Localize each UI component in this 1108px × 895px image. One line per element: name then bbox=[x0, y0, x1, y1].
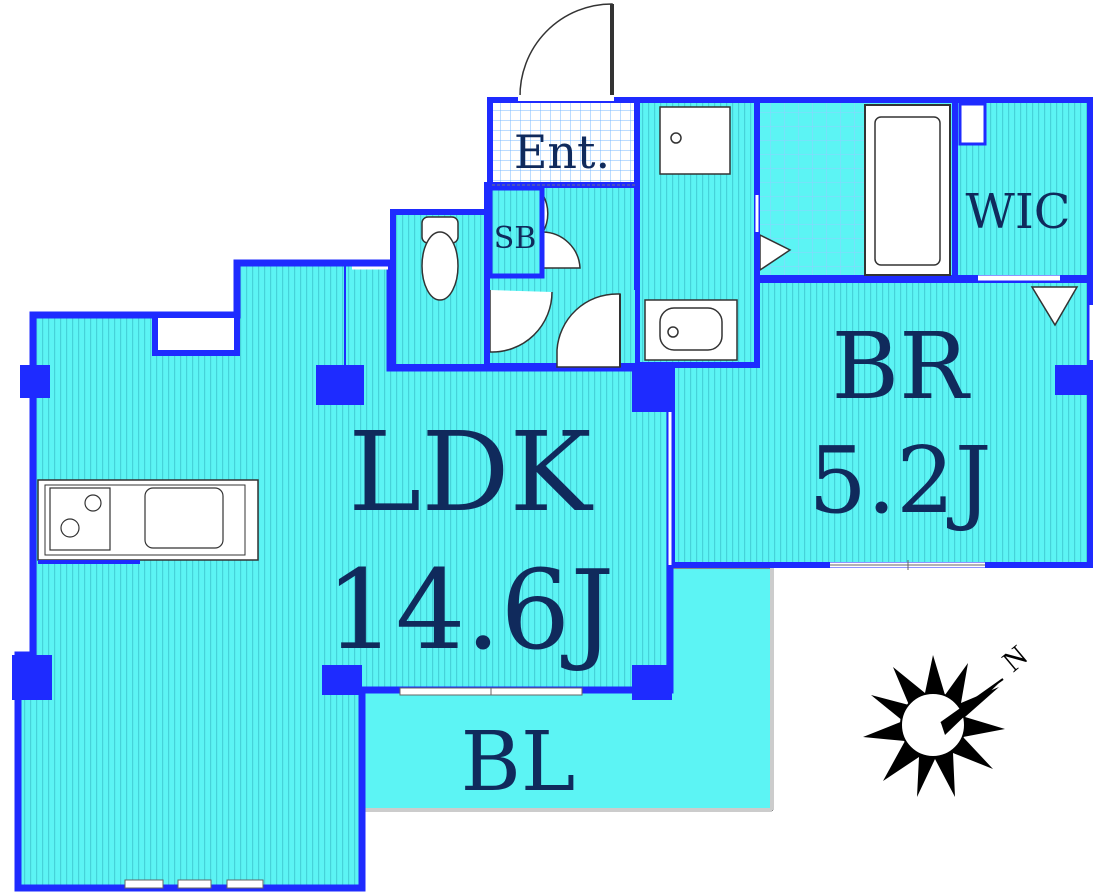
north-label: N bbox=[996, 639, 1034, 678]
entrance bbox=[487, 3, 640, 188]
shoe-box-label: SB bbox=[494, 221, 537, 256]
ldk-size-label: 14.6J bbox=[325, 546, 614, 674]
washing-machine bbox=[659, 106, 731, 175]
bathroom bbox=[754, 97, 958, 281]
toilet-room bbox=[390, 209, 490, 370]
windows bbox=[124, 266, 583, 889]
br-size-label: 5.2J bbox=[808, 427, 991, 534]
entrance-label: Ent. bbox=[514, 125, 610, 179]
sun-icon bbox=[863, 655, 1005, 797]
columns bbox=[12, 365, 1093, 700]
kitchen-counter bbox=[37, 479, 259, 564]
br-room bbox=[668, 277, 1095, 570]
ldk-label: LDK bbox=[348, 408, 593, 536]
stove bbox=[49, 487, 111, 551]
washroom bbox=[634, 97, 760, 368]
compass: N bbox=[863, 639, 1034, 797]
north-arrow-icon bbox=[941, 683, 999, 735]
walk-in-closet bbox=[952, 97, 1093, 281]
br-label: BR bbox=[832, 313, 972, 420]
balcony-label: BL bbox=[461, 715, 576, 810]
wic-label: WIC bbox=[965, 184, 1070, 240]
kitchen-sink bbox=[144, 487, 224, 549]
